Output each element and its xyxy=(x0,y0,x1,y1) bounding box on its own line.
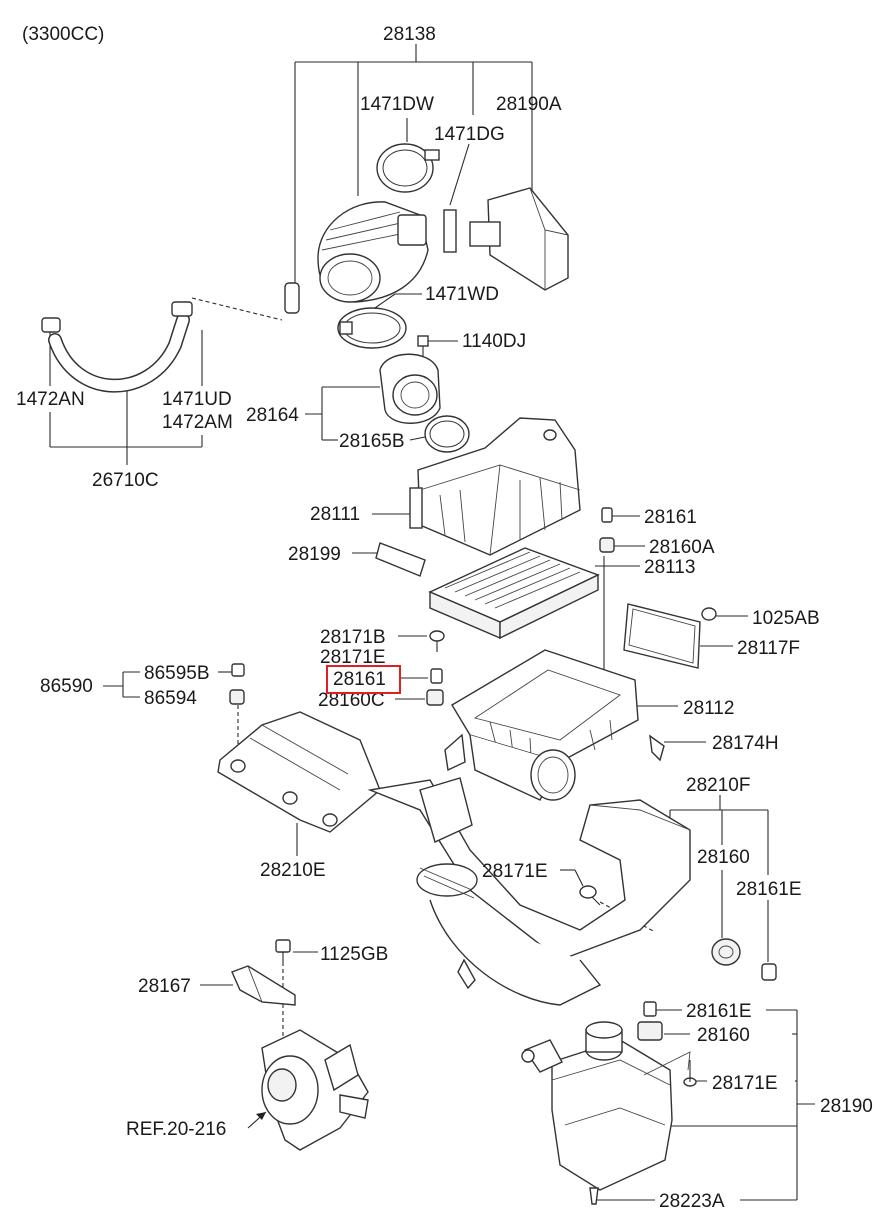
grommets-right xyxy=(579,885,777,981)
label-1471dw: 1471DW xyxy=(360,94,434,115)
label-86590: 86590 xyxy=(40,676,93,697)
label-1471ud: 1471UD xyxy=(162,389,232,410)
inlet-duct xyxy=(367,777,691,1006)
label-1025ab: 1025AB xyxy=(752,608,820,629)
label-28160-right: 28160 xyxy=(697,847,750,868)
airflow-sensor xyxy=(379,353,441,424)
clamp-1471wd xyxy=(337,307,407,349)
label-1472an: 1472AN xyxy=(16,389,85,410)
clip-1471dg xyxy=(443,209,457,253)
mount-bracket xyxy=(231,939,296,1006)
label-1140dj: 1140DJ xyxy=(462,331,526,352)
heat-shield xyxy=(217,711,381,833)
label-28113: 28113 xyxy=(644,557,695,578)
label-1125gb: 1125GB xyxy=(320,944,388,965)
engine-mount xyxy=(261,1029,369,1151)
leader-lines xyxy=(49,44,815,1201)
label-28167: 28167 xyxy=(138,976,191,997)
label-28160c: 28160C xyxy=(318,690,385,711)
label-26710c: 26710C xyxy=(92,470,159,491)
label-28190: 28190 xyxy=(820,1096,873,1117)
clamp-1471dw xyxy=(376,143,440,193)
fasteners-mid xyxy=(426,630,445,706)
label-28190a: 28190A xyxy=(496,94,562,115)
gasket-28165b xyxy=(424,415,470,453)
label-28210f: 28210F xyxy=(686,775,750,796)
label-86594: 86594 xyxy=(144,688,197,709)
label-28160a: 28160A xyxy=(649,537,715,558)
label-28111: 28111 xyxy=(310,504,360,525)
label-28161e-bottom: 28161E xyxy=(686,1001,752,1022)
breather-hose xyxy=(41,301,193,393)
label-28174h: 28174H xyxy=(712,733,779,754)
label-28171e-lower: 28171E xyxy=(482,861,548,882)
label-28117f: 28117F xyxy=(737,638,800,659)
label-28171e-mid: 28171E xyxy=(320,647,386,668)
label-28138: 28138 xyxy=(383,24,436,45)
label-28161e-right: 28161E xyxy=(736,879,802,900)
bracket-28174h xyxy=(649,734,665,762)
label-28171b: 28171B xyxy=(320,627,386,648)
label-1471wd: 1471WD xyxy=(425,284,499,305)
part-labels: (3300CC) 28138 1471DW 28190A 1471DG 1471… xyxy=(16,24,873,1211)
air-cleaner-body xyxy=(444,649,639,801)
seal-1025ab xyxy=(701,607,717,621)
label-28223a: 28223A xyxy=(659,1191,725,1211)
air-cleaner-cover xyxy=(409,417,581,556)
highlight-box xyxy=(326,665,401,694)
label-28199: 28199 xyxy=(288,544,341,565)
drain-valve xyxy=(589,1187,599,1205)
engine-note: (3300CC) xyxy=(22,24,104,45)
fasteners-86590 xyxy=(229,663,245,705)
gasket-28117f xyxy=(623,603,701,669)
label-28160-bottom: 28160 xyxy=(697,1025,750,1046)
label-28161-top: 28161 xyxy=(644,507,697,528)
air-filter xyxy=(428,547,600,640)
label-ref-20-216: REF.20-216 xyxy=(126,1119,226,1140)
label-86595b: 86595B xyxy=(144,663,210,684)
grommets-top xyxy=(599,507,615,553)
label-28164: 28164 xyxy=(246,405,299,426)
label-28171e-bottom: 28171E xyxy=(712,1073,778,1094)
label-28210e: 28210E xyxy=(260,860,326,881)
label-1471dg: 1471DG xyxy=(434,124,505,145)
label-28112: 28112 xyxy=(683,698,734,719)
label-28165b: 28165B xyxy=(339,431,405,452)
intake-duct xyxy=(284,201,429,314)
label-plate-28199 xyxy=(375,542,426,577)
resonator-tank xyxy=(521,1001,697,1191)
label-28161-highlighted: 28161 xyxy=(333,669,386,690)
label-1472am: 1472AM xyxy=(162,412,233,433)
resonator-cover xyxy=(469,187,569,291)
